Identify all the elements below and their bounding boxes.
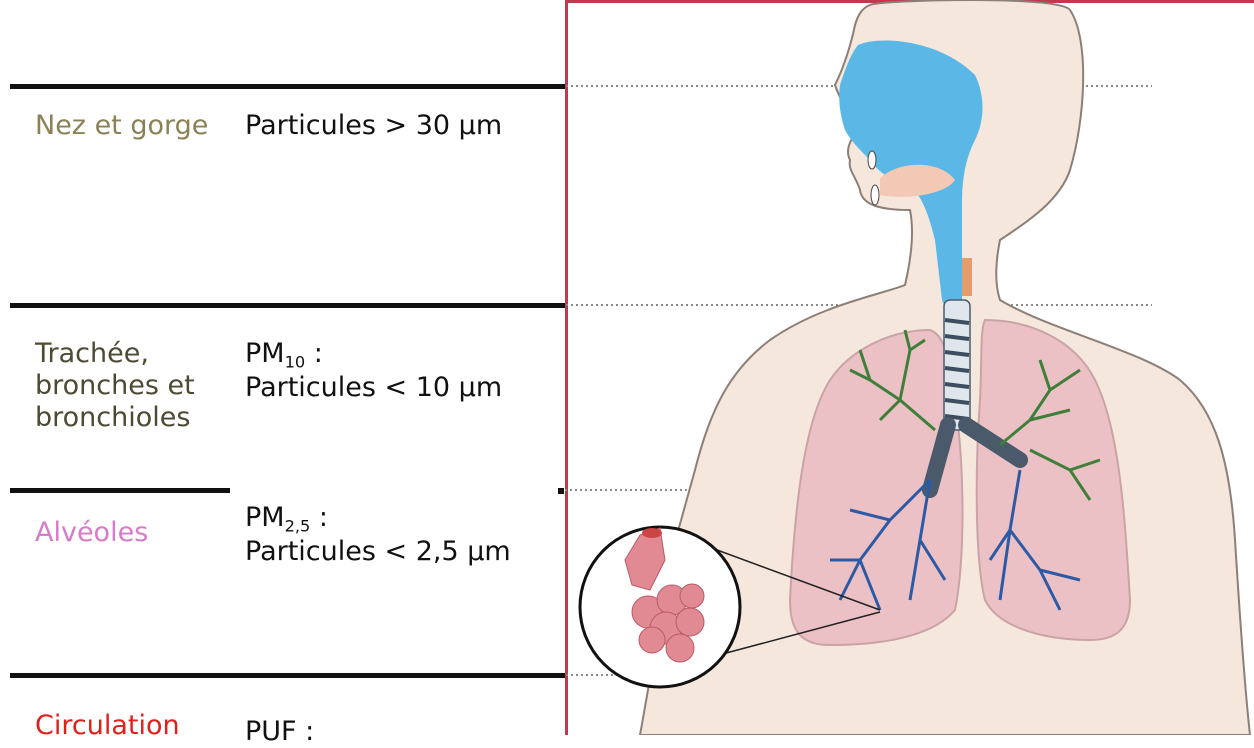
teeth-lower (871, 185, 879, 205)
teeth-upper (868, 151, 876, 169)
esophagus (962, 258, 972, 296)
level-3-tick (558, 488, 564, 494)
